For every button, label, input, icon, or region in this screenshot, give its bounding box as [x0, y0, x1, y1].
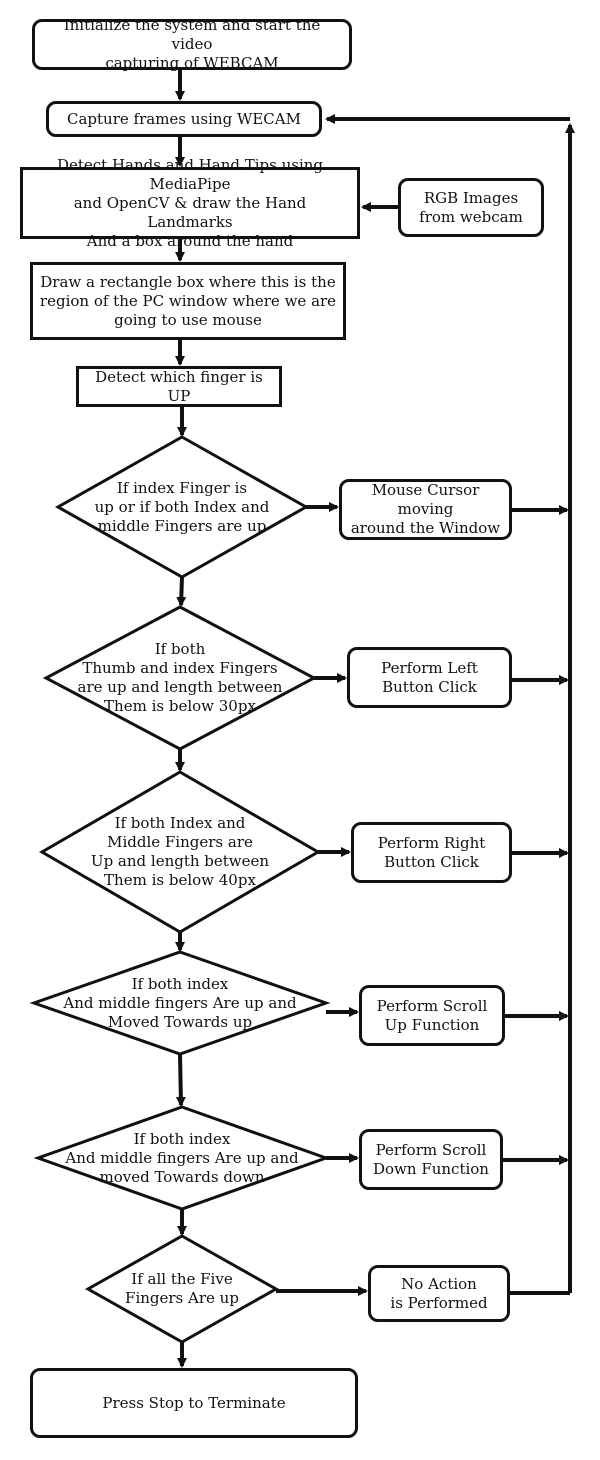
decision-4-text: If both index And middle fingers Are up … — [63, 974, 297, 1031]
decision-2-text: If both Thumb and index Fingers are up a… — [77, 640, 283, 715]
decision-3-text: If both Index and Middle Fingers are Up … — [90, 814, 270, 889]
capture-frames-node: Capture frames using WECAM — [46, 101, 322, 137]
decision-6-text: If all the Five Fingers Are up — [125, 1270, 239, 1307]
left-click-action: Perform Left Button Click — [347, 647, 512, 708]
arrow-d4-to-d5 — [175, 1053, 186, 1107]
scroll-up-action: Perform Scroll Up Function — [359, 985, 505, 1046]
rgb-images-node: RGB Images from webcam — [398, 178, 544, 237]
stop-node: Press Stop to Terminate — [30, 1368, 358, 1438]
arrow-d1-to-d2 — [176, 576, 187, 607]
detect-finger-node: Detect which finger is UP — [76, 366, 282, 407]
decision-1-text: If index Finger is up or if both Index a… — [94, 478, 270, 535]
detect-hands-node: Detect Hands and Hand Tips using MediaPi… — [20, 156, 360, 250]
scroll-down-action: Perform Scroll Down Function — [359, 1129, 503, 1190]
no-action-node: No Action is Performed — [368, 1265, 510, 1322]
decision-5-text: If both index And middle fingers Are up … — [65, 1129, 299, 1186]
draw-rectangle-node: Draw a rectangle box where this is the r… — [30, 262, 346, 340]
init-node: Initialize the system and start the vide… — [32, 16, 352, 72]
right-click-action: Perform Right Button Click — [351, 822, 512, 883]
mouse-cursor-action: Mouse Cursor moving around the Window — [339, 479, 512, 540]
